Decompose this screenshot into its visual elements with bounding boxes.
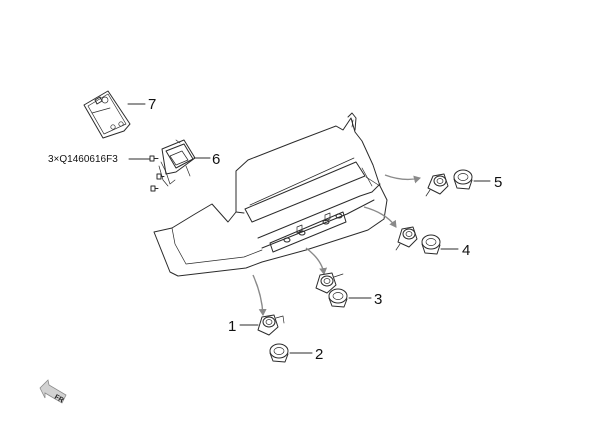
callout-6: 6 — [212, 151, 220, 168]
part-4-sensor-assembly: 4 — [395, 226, 470, 259]
fastener-screws: 3×Q1460616F3 — [48, 154, 165, 192]
part-7-bracket: 7 — [83, 90, 156, 139]
part-5-sensor-assembly: 5 — [425, 169, 502, 197]
callout-2: 2 — [315, 346, 323, 363]
front-orientation-arrow-icon: FR — [39, 379, 67, 405]
callout-1: 1 — [228, 318, 236, 335]
sensor-bracket-icon — [395, 226, 418, 251]
part-3-sensor-assembly: 3 — [315, 272, 382, 308]
fastener-code-label: 3×Q1460616F3 — [48, 154, 118, 165]
sensor-bracket-icon — [315, 272, 344, 294]
part-6-control-module: 6 — [158, 139, 220, 187]
arrow-to-sensor-5 — [384, 174, 421, 184]
callout-5: 5 — [494, 174, 502, 191]
leader-arrows — [252, 174, 421, 316]
sensor-icon — [328, 288, 348, 308]
part-1-sensor-bracket: 1 — [228, 314, 285, 336]
arrow-to-sensor-4 — [363, 206, 397, 228]
arrow-to-sensor-3 — [305, 247, 328, 275]
screw-icon — [150, 185, 159, 192]
screw-icon — [156, 173, 165, 180]
sensor-icon — [453, 169, 473, 190]
orientation-label: FR — [53, 394, 65, 405]
rear-bumper — [153, 112, 388, 277]
sensor-icon — [421, 234, 441, 255]
callout-4: 4 — [462, 242, 470, 259]
part-2-sensor: 2 — [269, 343, 323, 363]
sensor-bracket-icon — [425, 173, 449, 197]
callout-7: 7 — [148, 96, 156, 113]
screw-icon — [149, 155, 159, 162]
callout-3: 3 — [374, 291, 382, 308]
arrow-to-sensor-1 — [252, 274, 267, 316]
